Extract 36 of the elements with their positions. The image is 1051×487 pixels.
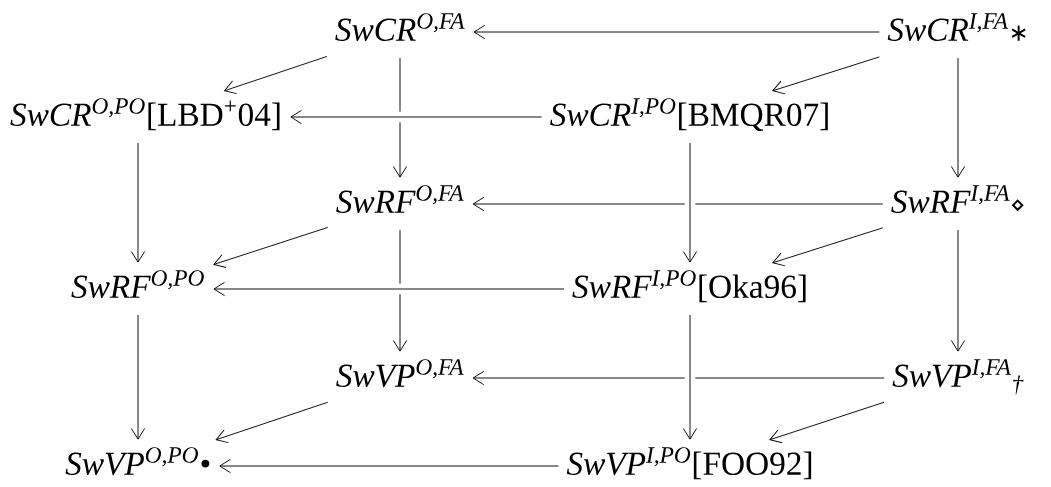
arrow xyxy=(950,229,966,352)
math-label: SwRF$^{I,PO}$ xyxy=(572,270,696,298)
arrow xyxy=(219,458,559,474)
math-label: SwRF$^{O,FA}$ xyxy=(336,185,464,213)
math-label: SwRF$^{I,FA}$⋄ xyxy=(891,185,1024,213)
math-label: SwVP$^{I,FA}$† xyxy=(892,359,1024,395)
arrow xyxy=(290,109,543,125)
arrow xyxy=(950,57,966,178)
arrow xyxy=(213,226,329,268)
math-label: SwVP$^{O,PO}$• xyxy=(65,447,210,476)
citation: [LBD$^{+}$04] xyxy=(148,100,280,131)
arrow xyxy=(772,227,884,267)
arrow xyxy=(473,24,880,40)
citation: [Oka96] xyxy=(699,274,806,303)
arrow xyxy=(392,229,408,352)
math-label: SwCR$^{O,FA}$ xyxy=(335,13,465,41)
arrow xyxy=(130,314,146,440)
math-label: SwCR$^{I,PO}$ xyxy=(550,98,676,126)
arrow xyxy=(392,57,408,178)
arrow xyxy=(472,370,885,386)
arrow xyxy=(215,401,329,444)
arrow xyxy=(130,142,146,263)
math-label: SwVP$^{O,FA}$ xyxy=(336,359,464,388)
arrow xyxy=(682,314,698,440)
arrow xyxy=(213,281,565,297)
math-label: SwCR$^{I,FA}$∗ xyxy=(887,13,1026,41)
math-label: SwCR$^{O,PO}$ xyxy=(10,98,145,126)
math-label: SwVP$^{I,PO}$ xyxy=(566,447,691,476)
citation: [BMQR07] xyxy=(679,102,828,132)
math-label: SwRF$^{O,PO}$ xyxy=(71,270,204,298)
citation: [FOO92] xyxy=(693,451,812,480)
arrow xyxy=(224,56,328,95)
arrow xyxy=(472,196,884,212)
arrow xyxy=(769,401,885,444)
arrow xyxy=(772,56,880,95)
arrow xyxy=(682,142,698,263)
